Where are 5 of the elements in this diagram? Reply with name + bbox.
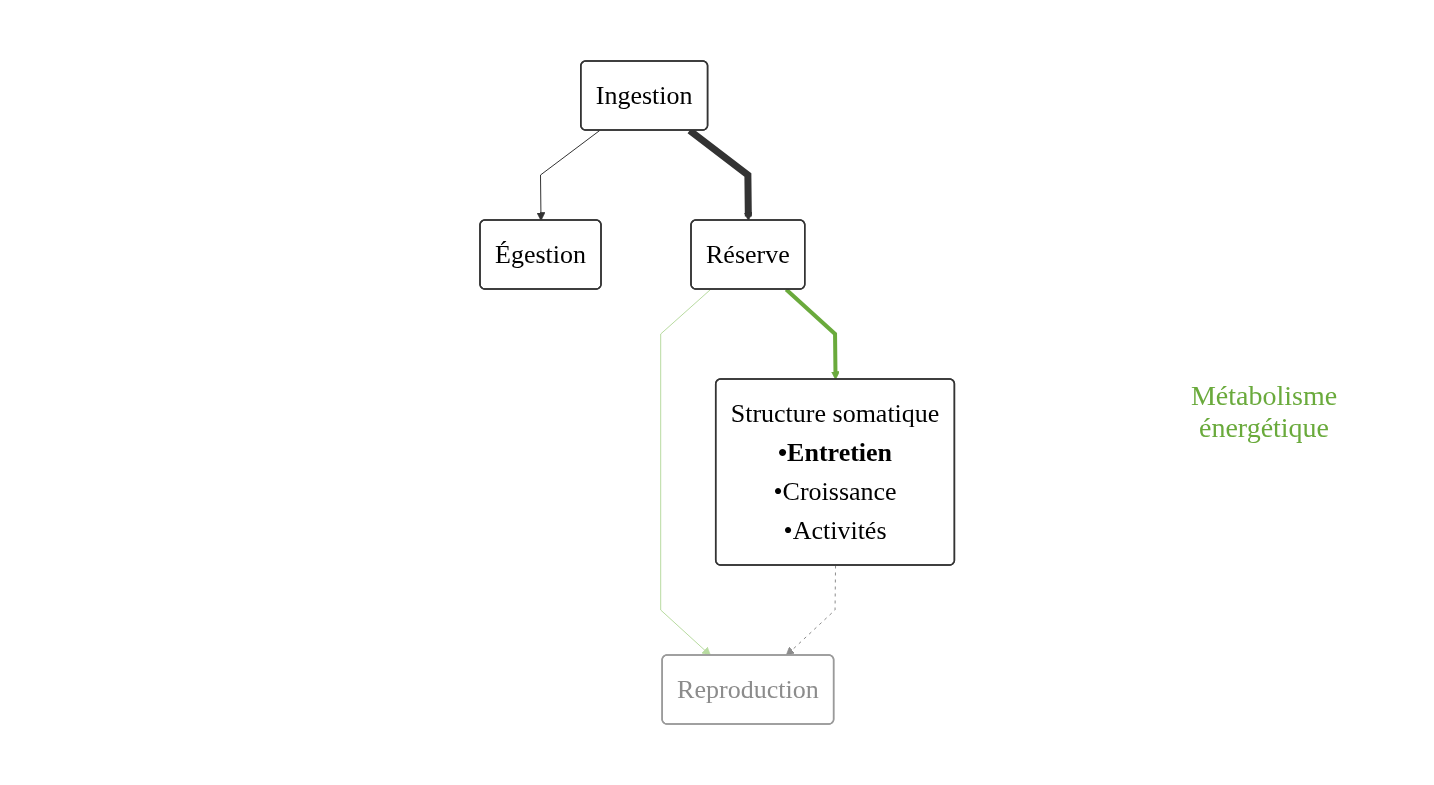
arrow bbox=[784, 288, 840, 380]
arrow bbox=[536, 130, 600, 221]
arrow bbox=[785, 565, 836, 656]
arrow bbox=[660, 289, 711, 656]
annotation-text: Métabolisme énergétique bbox=[1189, 380, 1339, 444]
